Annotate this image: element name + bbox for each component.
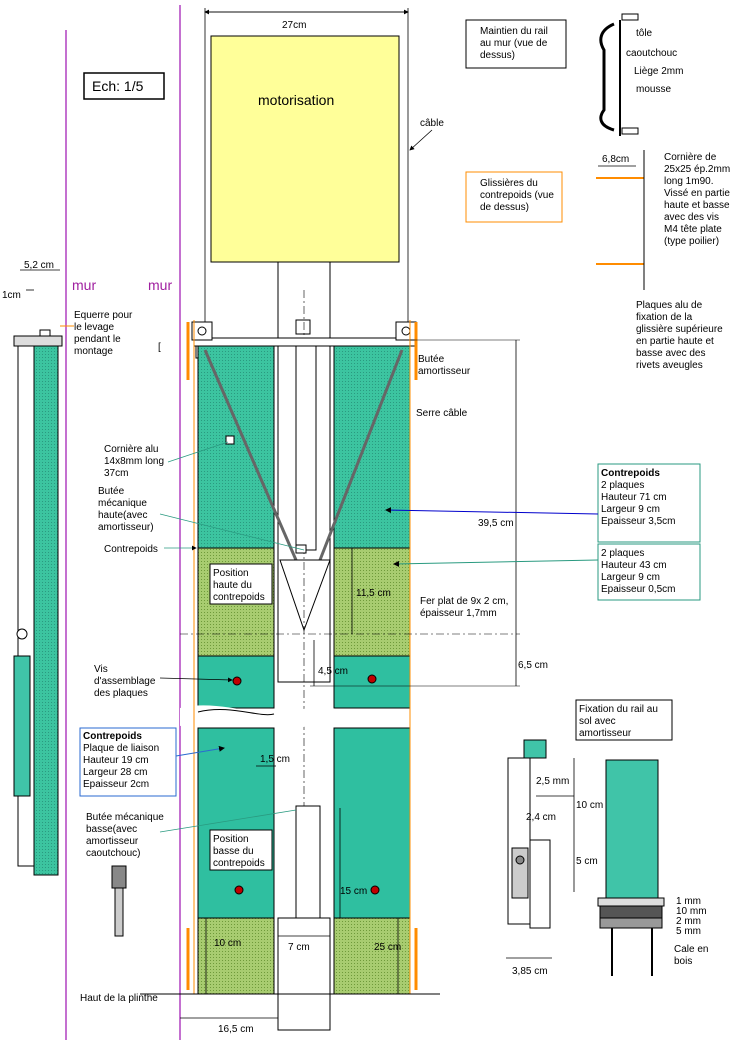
glissieres-box <box>465 171 563 223</box>
dim-15: 15 cm <box>340 886 367 897</box>
dim-39-5: 39,5 cm <box>478 518 514 529</box>
assembly-screw <box>232 676 242 686</box>
counterweight-info-box <box>597 463 701 543</box>
fixation-rail <box>507 757 531 925</box>
label-butee-haute: Butée mécanique haute(avec amortisseur) <box>98 486 154 533</box>
label-pos-haute: Position haute du contrepoids <box>213 568 265 603</box>
dim-10: 10 cm <box>214 938 241 949</box>
svg-text:tôle: tôle <box>636 28 653 39</box>
label-equerre: Equerre pour le levage pendant le montag… <box>74 310 135 357</box>
svg-text:1 mm 10 mm 2 mm 5: 1 mm 10 mm 2 mm 5 mm <box>676 896 709 937</box>
label-plinthe: Haut de la plinthe <box>80 993 158 1004</box>
svg-text:caoutchouc: caoutchouc <box>626 48 677 59</box>
label-corniere: Cornière alu 14x8mm long 37cm <box>104 444 167 479</box>
counterweight-left-bottom <box>197 727 275 919</box>
counterweight-left-lower <box>197 655 275 709</box>
dim-11-5: 11,5 cm <box>356 588 391 599</box>
shock-absorber <box>111 865 127 889</box>
svg-text:[: [ <box>158 342 161 353</box>
label-butee-amort: Butée amortisseur <box>418 354 471 377</box>
rail-profile <box>599 22 615 132</box>
svg-text:2 plaques Hauteur 43 cm: 2 plaques Hauteur 43 cm Largeur 9 cm Epa… <box>601 548 675 595</box>
counterweight-info-box <box>597 543 701 601</box>
fixation-side <box>605 759 659 901</box>
side-counterweight <box>33 339 59 876</box>
label-butee-basse: Butée mécanique basse(avec amortisseur c… <box>86 812 167 859</box>
svg-text:Cale en bois: Cale en bois <box>674 944 711 967</box>
svg-text:10 cm: 10 cm <box>576 800 603 811</box>
fixation-box <box>575 699 673 741</box>
svg-text:Contrepoids: Contrepoids <box>83 731 142 742</box>
dim-6-5: 6,5 cm <box>518 660 548 671</box>
counterweight-info-box <box>79 727 177 797</box>
label-fer-plat: Fer plat de 9x 2 cm, épaisseur 1,7mm <box>420 596 511 619</box>
svg-text:Fixation du rail au sol av: Fixation du rail au sol avec amortisseur <box>579 704 661 739</box>
dim-wall-offset: 1cm <box>2 290 21 301</box>
dim-top-width: 27cm <box>282 20 306 31</box>
label-pos-basse: Position basse du contrepoids <box>213 834 265 869</box>
svg-text:mousse: mousse <box>636 84 671 95</box>
maintien-box <box>465 19 567 69</box>
counterweight-right-upper <box>333 345 411 549</box>
dim-4-5: 4,5 cm <box>318 666 348 677</box>
svg-text:2,5 mm: 2,5 mm <box>536 776 569 787</box>
scale-label: Ech: 1/5 <box>92 78 144 94</box>
wall-label: mur <box>148 277 172 293</box>
dim-6-8: 6,8cm <box>602 154 629 165</box>
motor-box <box>210 35 400 263</box>
svg-text:Maintien du rail au mur (v: Maintien du rail au mur (vue de dessus) <box>480 26 551 61</box>
dim-1-5: 1,5 cm <box>260 754 290 765</box>
wall-label: mur <box>72 277 96 293</box>
scale-box <box>83 72 165 100</box>
assembly-screw <box>370 885 380 895</box>
svg-text:2,4 cm: 2,4 cm <box>526 812 556 823</box>
label-vis: Vis d'assemblage des plaques <box>94 664 158 699</box>
svg-text:Glissières du contrepoids: Glissières du contrepoids (vue de dessus… <box>480 178 557 213</box>
counterweight-right-base <box>333 917 411 995</box>
top-crossbar <box>193 337 417 347</box>
label-contrepoids: Contrepoids <box>104 544 158 555</box>
lower-shaft <box>277 917 331 1031</box>
svg-text:Contrepoids: Contrepoids <box>601 468 660 479</box>
dim-16-5: 16,5 cm <box>218 1024 254 1035</box>
counterweight-left-base <box>197 917 275 995</box>
assembly-screw <box>367 674 377 684</box>
svg-text:Liège 2mm: Liège 2mm <box>634 66 683 77</box>
label-serre-cable: Serre câble <box>416 408 468 419</box>
svg-text:5 cm: 5 cm <box>576 856 598 867</box>
dim-wall-gap: 5,2 cm <box>24 260 54 271</box>
svg-text:3,85 cm: 3,85 cm <box>512 966 548 977</box>
assembly-screw <box>234 885 244 895</box>
counterweight-left-upper <box>197 345 275 549</box>
svg-text:Plaque de liaison Hauteur: Plaque de liaison Hauteur 19 cm Largeur … <box>83 743 162 790</box>
dim-7: 7 cm <box>288 942 310 953</box>
counterweight-right-bottom <box>333 727 411 919</box>
label-glissiere-plaques: Plaques alu de fixation de la glissière … <box>636 300 726 371</box>
svg-text:2 plaques Hauteur 71 c: 2 plaques Hauteur 71 cm Largeur 9 cm Epa… <box>601 480 675 527</box>
label-cable: câble <box>420 118 444 129</box>
dim-25: 25 cm <box>374 942 401 953</box>
label-glissiere-corniere: Cornière de 25x25 ép.2mm long 1m90. Viss… <box>664 152 733 247</box>
motor-label: motorisation <box>258 92 334 108</box>
